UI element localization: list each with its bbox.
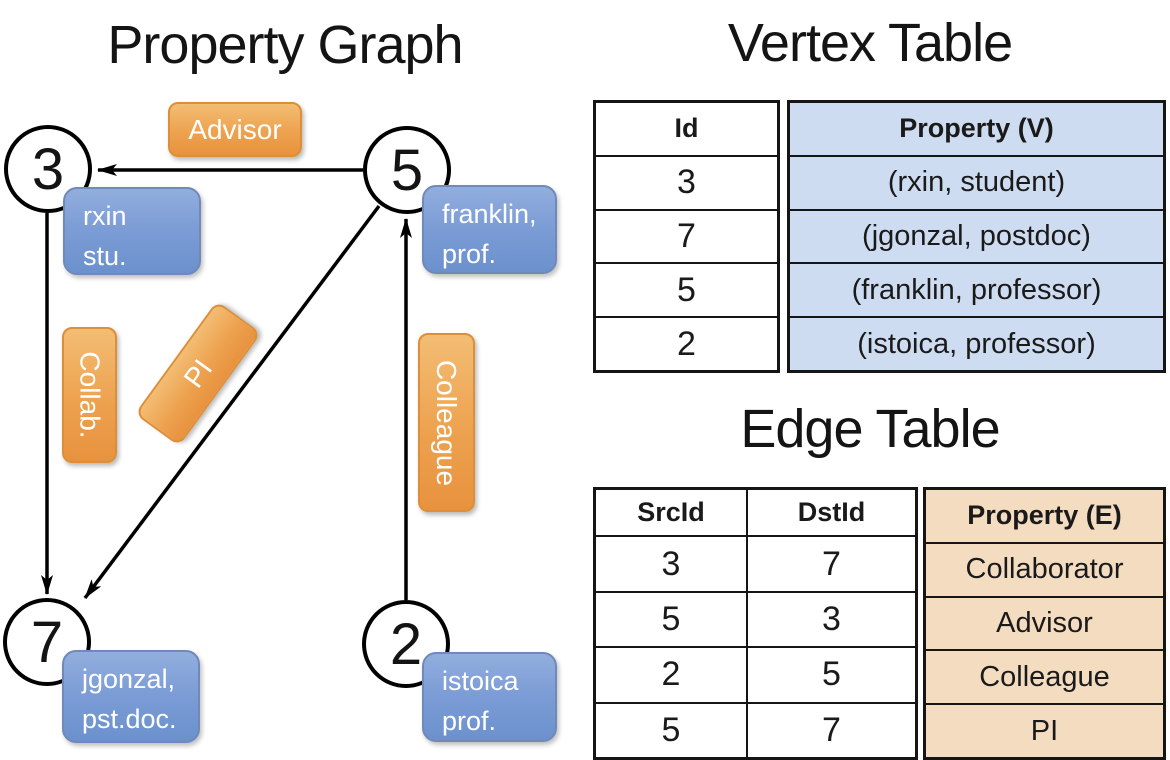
edge-table-dst-header: DstId	[746, 490, 915, 536]
edge-table-dst-cell: 7	[746, 701, 915, 757]
vertex-node-2: 2	[362, 600, 450, 688]
edge-table-src-cell: 5	[596, 701, 746, 757]
node-property-box-franklin: franklin, prof.	[422, 185, 557, 274]
vertex-table-property-header: Property (V)	[899, 113, 1054, 144]
edge-label-colleague-text: Colleague	[431, 359, 463, 486]
vertex-table-property-cell: (rxin, student)	[790, 154, 1163, 209]
edge-table-property-cell: Advisor	[926, 595, 1163, 650]
vertex-table-id-cell: 5	[596, 262, 777, 316]
edge-table-src-cell: 3	[596, 535, 746, 590]
edge-table-property-cell: PI	[926, 703, 1163, 757]
edge-table-dst-cell: 3	[746, 590, 915, 647]
graph-edges	[41, 164, 412, 600]
vertex-table-id-header: Id	[674, 113, 699, 144]
edge-table-dst-cell: 5	[746, 646, 915, 702]
vertex-node-5-id: 5	[390, 137, 424, 203]
edge-5-7	[83, 204, 381, 600]
vertex-table-id-column: Id 3 7 5 2	[593, 100, 780, 373]
edge-label-pi-text: PI	[177, 353, 218, 394]
vertex-table-title: Vertex Table	[727, 13, 1013, 73]
vertex-table-id-cell: 2	[596, 316, 777, 370]
vertex-node-7-id: 7	[30, 609, 64, 675]
edge-table-title: Edge Table	[740, 399, 1000, 459]
node-property-box-rxin: rxin stu.	[63, 187, 201, 275]
edge-label-advisor-text: Advisor	[188, 113, 282, 145]
edge-table-property-header: Property (E)	[967, 500, 1122, 531]
vertex-table-property-cell: (franklin, professor)	[790, 262, 1163, 316]
vertex-node-3-id: 3	[31, 136, 65, 202]
edge-label-collab-text: Collab.	[74, 351, 106, 439]
node-property-box-istoica: istoica prof.	[422, 652, 557, 742]
vertex-node-5: 5	[363, 126, 451, 214]
vertex-table-property-cell: (istoica, professor)	[790, 316, 1163, 370]
edge-label-advisor: Advisor	[168, 102, 302, 157]
vertex-table-id-cell: 3	[596, 154, 777, 209]
node-property-box-jgonzal: jgonzal, pst.doc.	[62, 650, 200, 743]
edge-table-src-cell: 2	[596, 646, 746, 701]
edge-label-colleague: Colleague	[418, 333, 475, 512]
vertex-node-2-id: 2	[389, 611, 423, 677]
property-graph-title: Property Graph	[107, 15, 463, 75]
vertex-table-property-cell: (jgonzal, postdoc)	[790, 208, 1163, 263]
edge-label-collab: Collab.	[62, 327, 117, 463]
edge-table-property-cell: Colleague	[926, 649, 1163, 703]
edge-table-property-cell: Collaborator	[926, 541, 1163, 596]
edge-table-src-dst-columns: SrcId DstId 3 7 5 3 2 5 5 7	[593, 487, 918, 760]
edge-table-property-column: Property (E) Collaborator Advisor Collea…	[923, 487, 1166, 760]
edge-table-src-header: SrcId	[637, 497, 705, 528]
edge-table-src-cell: 5	[596, 590, 746, 646]
vertex-table-property-column: Property (V) (rxin, student) (jgonzal, p…	[787, 100, 1166, 373]
edge-table-dst-cell: 7	[746, 535, 915, 591]
vertex-table-id-cell: 7	[596, 208, 777, 263]
